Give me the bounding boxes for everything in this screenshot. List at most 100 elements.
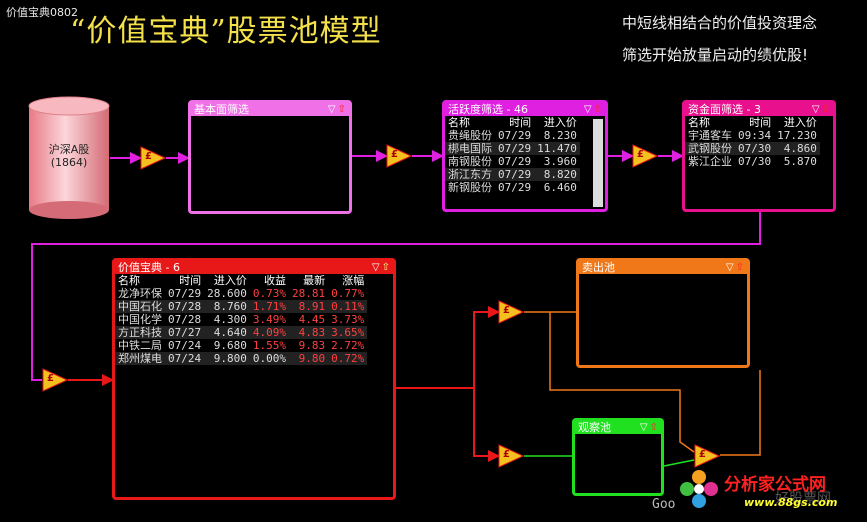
up-arrow-icon[interactable]: ⇧ — [381, 262, 390, 273]
table-cell: 4.300 — [213, 313, 247, 326]
table-cell: 0.72% — [328, 352, 368, 365]
filter-icon[interactable]: ▽ — [583, 104, 592, 115]
column-header[interactable]: 最新 — [303, 274, 326, 287]
table-cell: 07/30 — [738, 155, 772, 168]
table-cell: 11.470 — [534, 142, 580, 155]
gate-1[interactable]: £ — [140, 146, 166, 170]
column-header[interactable]: 名称 — [118, 274, 140, 287]
gate-7[interactable]: £ — [694, 444, 720, 468]
gate-triangle-icon — [42, 368, 68, 392]
logo-url: www.88gs.com — [744, 496, 838, 509]
table-cell: 6.460 — [543, 181, 577, 194]
panel-title-bar[interactable]: 卖出池 ▽⇧ — [579, 261, 747, 274]
column-header[interactable]: 进入价 — [213, 274, 247, 287]
table-cell: 9.80 — [289, 352, 329, 365]
up-arrow-icon[interactable]: ⇧ — [337, 104, 346, 115]
table-cell: 0.11% — [328, 300, 368, 313]
table-cell: 4.09% — [249, 326, 289, 339]
gate-5[interactable]: £ — [498, 300, 524, 324]
column-header[interactable]: 进入价 — [783, 116, 817, 129]
table-cell: 8.91 — [289, 300, 329, 313]
table-cell: 浙江东方 — [445, 168, 495, 181]
column-header[interactable]: 时间 — [179, 274, 202, 287]
gate-2[interactable]: £ — [386, 144, 412, 168]
panel-title-bar[interactable]: 活跃度筛选 - 46 ▽⇧ — [445, 103, 605, 116]
table-cell: 5.870 — [783, 155, 817, 168]
table-cell: 4.640 — [204, 326, 250, 339]
table-header: 名称 时间进入价 收益 最新 涨幅 — [115, 274, 367, 287]
panel-title-bar[interactable]: 观察池 ▽⇧ — [575, 421, 661, 434]
watermark-site: 好股票网 — [775, 491, 831, 507]
table-cell: 4.45 — [298, 313, 326, 326]
panel-title-bar[interactable]: 基本面筛选 ▽⇧ — [191, 103, 349, 116]
gate-triangle-icon — [386, 144, 412, 168]
filter-icon[interactable]: ▽ — [811, 104, 820, 115]
column-header[interactable]: 名称 — [688, 116, 710, 129]
column-header[interactable]: 进入价 — [543, 116, 577, 129]
panel-fundamental[interactable]: 基本面筛选 ▽⇧ — [188, 100, 352, 214]
source-count: (1864) — [50, 156, 88, 169]
gate-symbol: £ — [503, 449, 510, 460]
panel-sell[interactable]: 卖出池 ▽⇧ — [576, 258, 750, 368]
gate-6[interactable]: £ — [498, 444, 524, 468]
column-header[interactable]: 涨幅 — [342, 274, 365, 287]
column-header[interactable]: 收益 — [264, 274, 286, 287]
source-database-icon[interactable] — [28, 96, 110, 220]
main-title: “价值宝典”股票池模型 — [70, 14, 382, 49]
panel-title-bar[interactable]: 资金面筛选 - 3 ▽⇧ — [685, 103, 833, 116]
up-arrow-icon[interactable]: ⇧ — [735, 262, 744, 273]
table-cell: 南钢股份 — [448, 155, 492, 168]
scrollbar[interactable] — [593, 119, 603, 207]
logo-flower-icon — [680, 470, 718, 508]
filter-icon[interactable]: ▽ — [725, 262, 734, 273]
table-header: 名称 时间进入价 — [685, 116, 820, 129]
table-cell: 武钢股份 — [685, 142, 735, 155]
table-cell: 07/30 — [735, 142, 775, 155]
up-arrow-icon[interactable]: ⇧ — [593, 104, 602, 115]
panel-watch[interactable]: 观察池 ▽⇧ — [572, 418, 664, 496]
filter-icon[interactable]: ▽ — [371, 262, 380, 273]
column-header[interactable]: 时间 — [509, 116, 532, 129]
up-arrow-icon[interactable]: ⇧ — [821, 104, 830, 115]
table-cell: 宇通客车 — [688, 129, 732, 142]
table-cell: 3.49% — [252, 313, 286, 326]
panel-title-bar[interactable]: 价值宝典 - 6 ▽⇧ — [115, 261, 393, 274]
table-cell: 4.860 — [774, 142, 820, 155]
table-cell: 07/29 — [498, 155, 532, 168]
table-cell: 0.00% — [249, 352, 289, 365]
filter-icon[interactable]: ▽ — [639, 422, 648, 433]
gate-triangle-icon — [632, 144, 658, 168]
panel-title: 观察池 — [578, 421, 611, 434]
gate-symbol: £ — [699, 449, 706, 460]
table-cell: 9.680 — [213, 339, 247, 352]
gate-4[interactable]: £ — [42, 368, 68, 392]
up-arrow-icon[interactable]: ⇧ — [649, 422, 658, 433]
panel-title: 活跃度筛选 - 46 — [448, 103, 528, 116]
table-cell: 3.73% — [331, 313, 365, 326]
column-header[interactable]: 名称 — [448, 116, 470, 129]
filter-icon[interactable]: ▽ — [327, 104, 336, 115]
table-cell: 17.230 — [777, 129, 817, 142]
panel-title: 价值宝典 - 6 — [118, 261, 180, 274]
table-cell: 07/27 — [165, 326, 205, 339]
column-header[interactable]: 时间 — [749, 116, 772, 129]
gate-3[interactable]: £ — [632, 144, 658, 168]
